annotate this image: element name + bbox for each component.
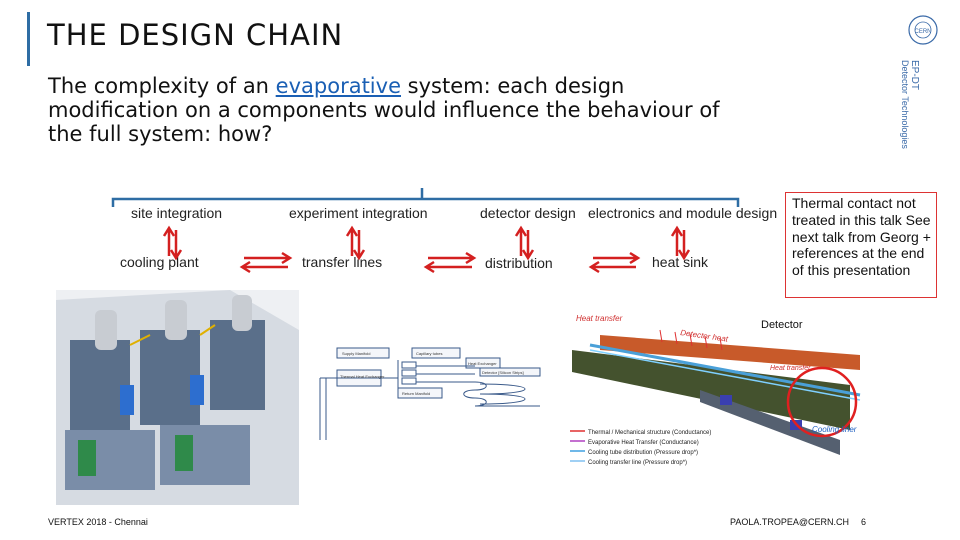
- text-return-manifold: Return Manifold: [402, 391, 430, 396]
- vertical-double-arrow-2: [345, 225, 366, 261]
- label-cooling-plant: cooling plant: [120, 254, 199, 270]
- legend-item-3: Cooling tube distribution (Pressure drop…: [588, 450, 698, 456]
- footer-email: PAOLA.TROPEA@CERN.CH: [730, 517, 849, 527]
- cooling-plant-image: [56, 290, 299, 505]
- text-detector: Detector [Silicon Strips]: [482, 370, 524, 375]
- text-detector-label: Detector: [761, 319, 803, 331]
- label-distribution: distribution: [485, 255, 553, 271]
- box-detector: [479, 367, 541, 377]
- text-heat-exchanger: Heat Exchanger: [468, 361, 497, 366]
- subtitle-highlight-link[interactable]: evaporative: [275, 74, 401, 98]
- text-heat-transfer-2: Heat transfer: [770, 365, 811, 372]
- slide-subtitle: The complexity of an evaporative system:…: [48, 74, 748, 146]
- label-experiment-integration: experiment integration: [289, 205, 428, 221]
- cern-seal-icon: CERN: [908, 15, 938, 45]
- horizontal-double-arrow-3: [588, 251, 641, 274]
- title-accent-bar: [27, 12, 30, 66]
- horizontal-double-arrow-1: [239, 251, 293, 274]
- label-transfer-lines: transfer lines: [302, 254, 382, 270]
- text-thermal-heat-exchanger: Thermal Heat Exchanger: [340, 374, 385, 379]
- vertical-double-arrow-1: [162, 225, 183, 261]
- heat-transfer-illustration: Heat transfer Detector Detector heat Hea…: [568, 305, 868, 475]
- vertical-double-arrow-3: [514, 225, 535, 261]
- box-supply-manifold: [336, 347, 390, 359]
- logo-line-1: EP-DT: [909, 60, 920, 90]
- label-electronics-module-design: electronics and module design: [588, 205, 777, 221]
- footer-event: VERTEX 2018 - Chennai: [48, 517, 148, 527]
- legend: Thermal / Mechanical structure (Conducta…: [570, 430, 711, 466]
- vertical-double-arrow-4: [670, 225, 691, 261]
- label-site-integration: site integration: [131, 205, 222, 221]
- distribution-schematic: Supply Manifold Capillary tubes Heat Exc…: [319, 347, 541, 440]
- note-box: Thermal contact not treated in this talk…: [785, 192, 937, 298]
- chain-bracket: [111, 197, 740, 207]
- logo-line-2: Detector Technologies: [900, 60, 910, 149]
- subtitle-text-start: The complexity of an: [48, 74, 276, 98]
- page-number: 6: [861, 517, 867, 527]
- seal-text: CERN: [914, 29, 931, 35]
- ep-dt-logo: CERN EP-DT Detector Technologies: [900, 15, 938, 149]
- label-heat-sink: heat sink: [652, 254, 709, 270]
- box-capillary-tubes: [411, 347, 461, 359]
- horizontal-double-arrow-2: [423, 251, 477, 274]
- text-cooling-liner: Cooling liner: [812, 425, 857, 434]
- text-capillary-tubes: Capillary tubes: [416, 351, 442, 356]
- subtitle-text-end: system: each design modification on a co…: [48, 74, 720, 146]
- text-supply-manifold: Supply Manifold: [342, 351, 370, 356]
- label-detector-design: detector design: [480, 205, 576, 221]
- slide-title: THE DESIGN CHAIN: [47, 18, 344, 52]
- legend-item-1: Thermal / Mechanical structure (Conducta…: [588, 430, 711, 436]
- legend-item-2: Evaporative Heat Transfer (Conductance): [588, 440, 699, 446]
- highlight-circle: [786, 366, 858, 438]
- legend-item-4: Cooling transfer line (Pressure drop*): [588, 460, 687, 466]
- text-heat-transfer: Heat transfer: [576, 314, 623, 323]
